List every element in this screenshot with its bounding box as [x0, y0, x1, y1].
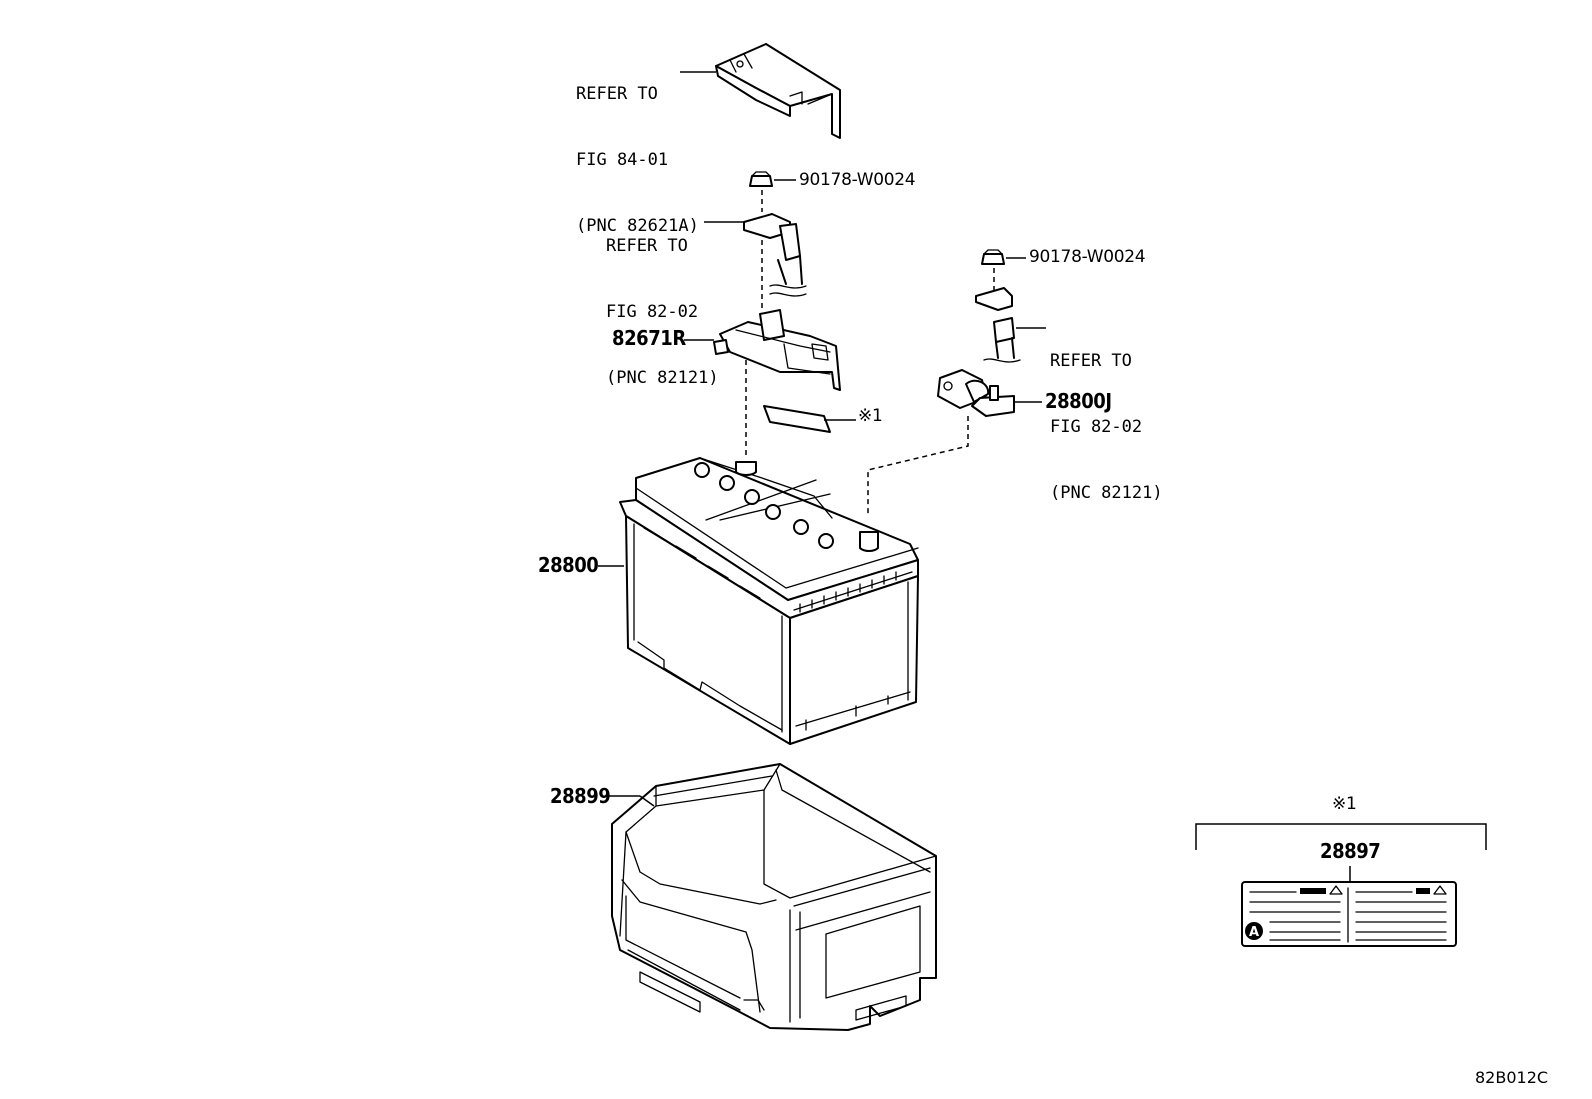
- cover-ref-line-3: (PNC 82621A): [576, 216, 699, 236]
- part-number-battery-tray: 28899: [550, 784, 611, 808]
- cable-ref-left-line-2: FIG 82-02: [606, 302, 699, 322]
- terminal-clamp-28800J: [937, 369, 1015, 417]
- nut-left: [749, 171, 773, 187]
- part-number-nut-left: 90178-W0024: [799, 170, 916, 190]
- diagram-code: 82B012C: [1475, 1068, 1549, 1087]
- label-28897: A: [1241, 881, 1457, 947]
- cable-ref-left-line-1: REFER TO: [606, 236, 688, 256]
- cover-ref-callout: REFER TO FIG 84-01 (PNC 82621A): [576, 39, 699, 259]
- cable-ref-left-callout: REFER TO FIG 82-02 (PNC 82121): [606, 191, 719, 411]
- cover-ref-line-2: FIG 84-01: [576, 150, 669, 170]
- cable-terminal-right: [975, 287, 1021, 363]
- cable-terminal-left: [743, 213, 807, 297]
- terminal-cover-82671R: [713, 309, 841, 391]
- label-note-ref: ※1: [858, 406, 883, 426]
- part-number-terminal-clamp: 28800J: [1045, 389, 1112, 413]
- part-number-terminal-cover: 82671R: [612, 326, 686, 350]
- cable-ref-right-line-2: FIG 82-02: [1050, 417, 1143, 437]
- cable-ref-right-callout: REFER TO FIG 82-02 (PNC 82121): [1050, 306, 1163, 526]
- battery-tray-28899: [611, 763, 937, 1031]
- nut-right: [981, 249, 1005, 265]
- part-number-battery: 28800: [538, 553, 599, 577]
- part-number-nut-right: 90178-W0024: [1029, 247, 1146, 267]
- label-marker-text: A: [1249, 925, 1259, 940]
- cable-ref-right-line-1: REFER TO: [1050, 351, 1132, 371]
- battery-28800: [619, 457, 919, 745]
- cover-ref-line-1: REFER TO: [576, 84, 658, 104]
- terminal-cover-top: [715, 43, 841, 139]
- label-box-note: ※1: [1332, 794, 1357, 814]
- label-bracket: [1195, 823, 1487, 882]
- cable-ref-left-line-3: (PNC 82121): [606, 368, 719, 388]
- warning-label-sheet: [763, 405, 831, 433]
- cable-ref-right-line-3: (PNC 82121): [1050, 483, 1163, 503]
- part-number-label: 28897: [1320, 839, 1381, 863]
- label-marker-circle: [1245, 922, 1263, 940]
